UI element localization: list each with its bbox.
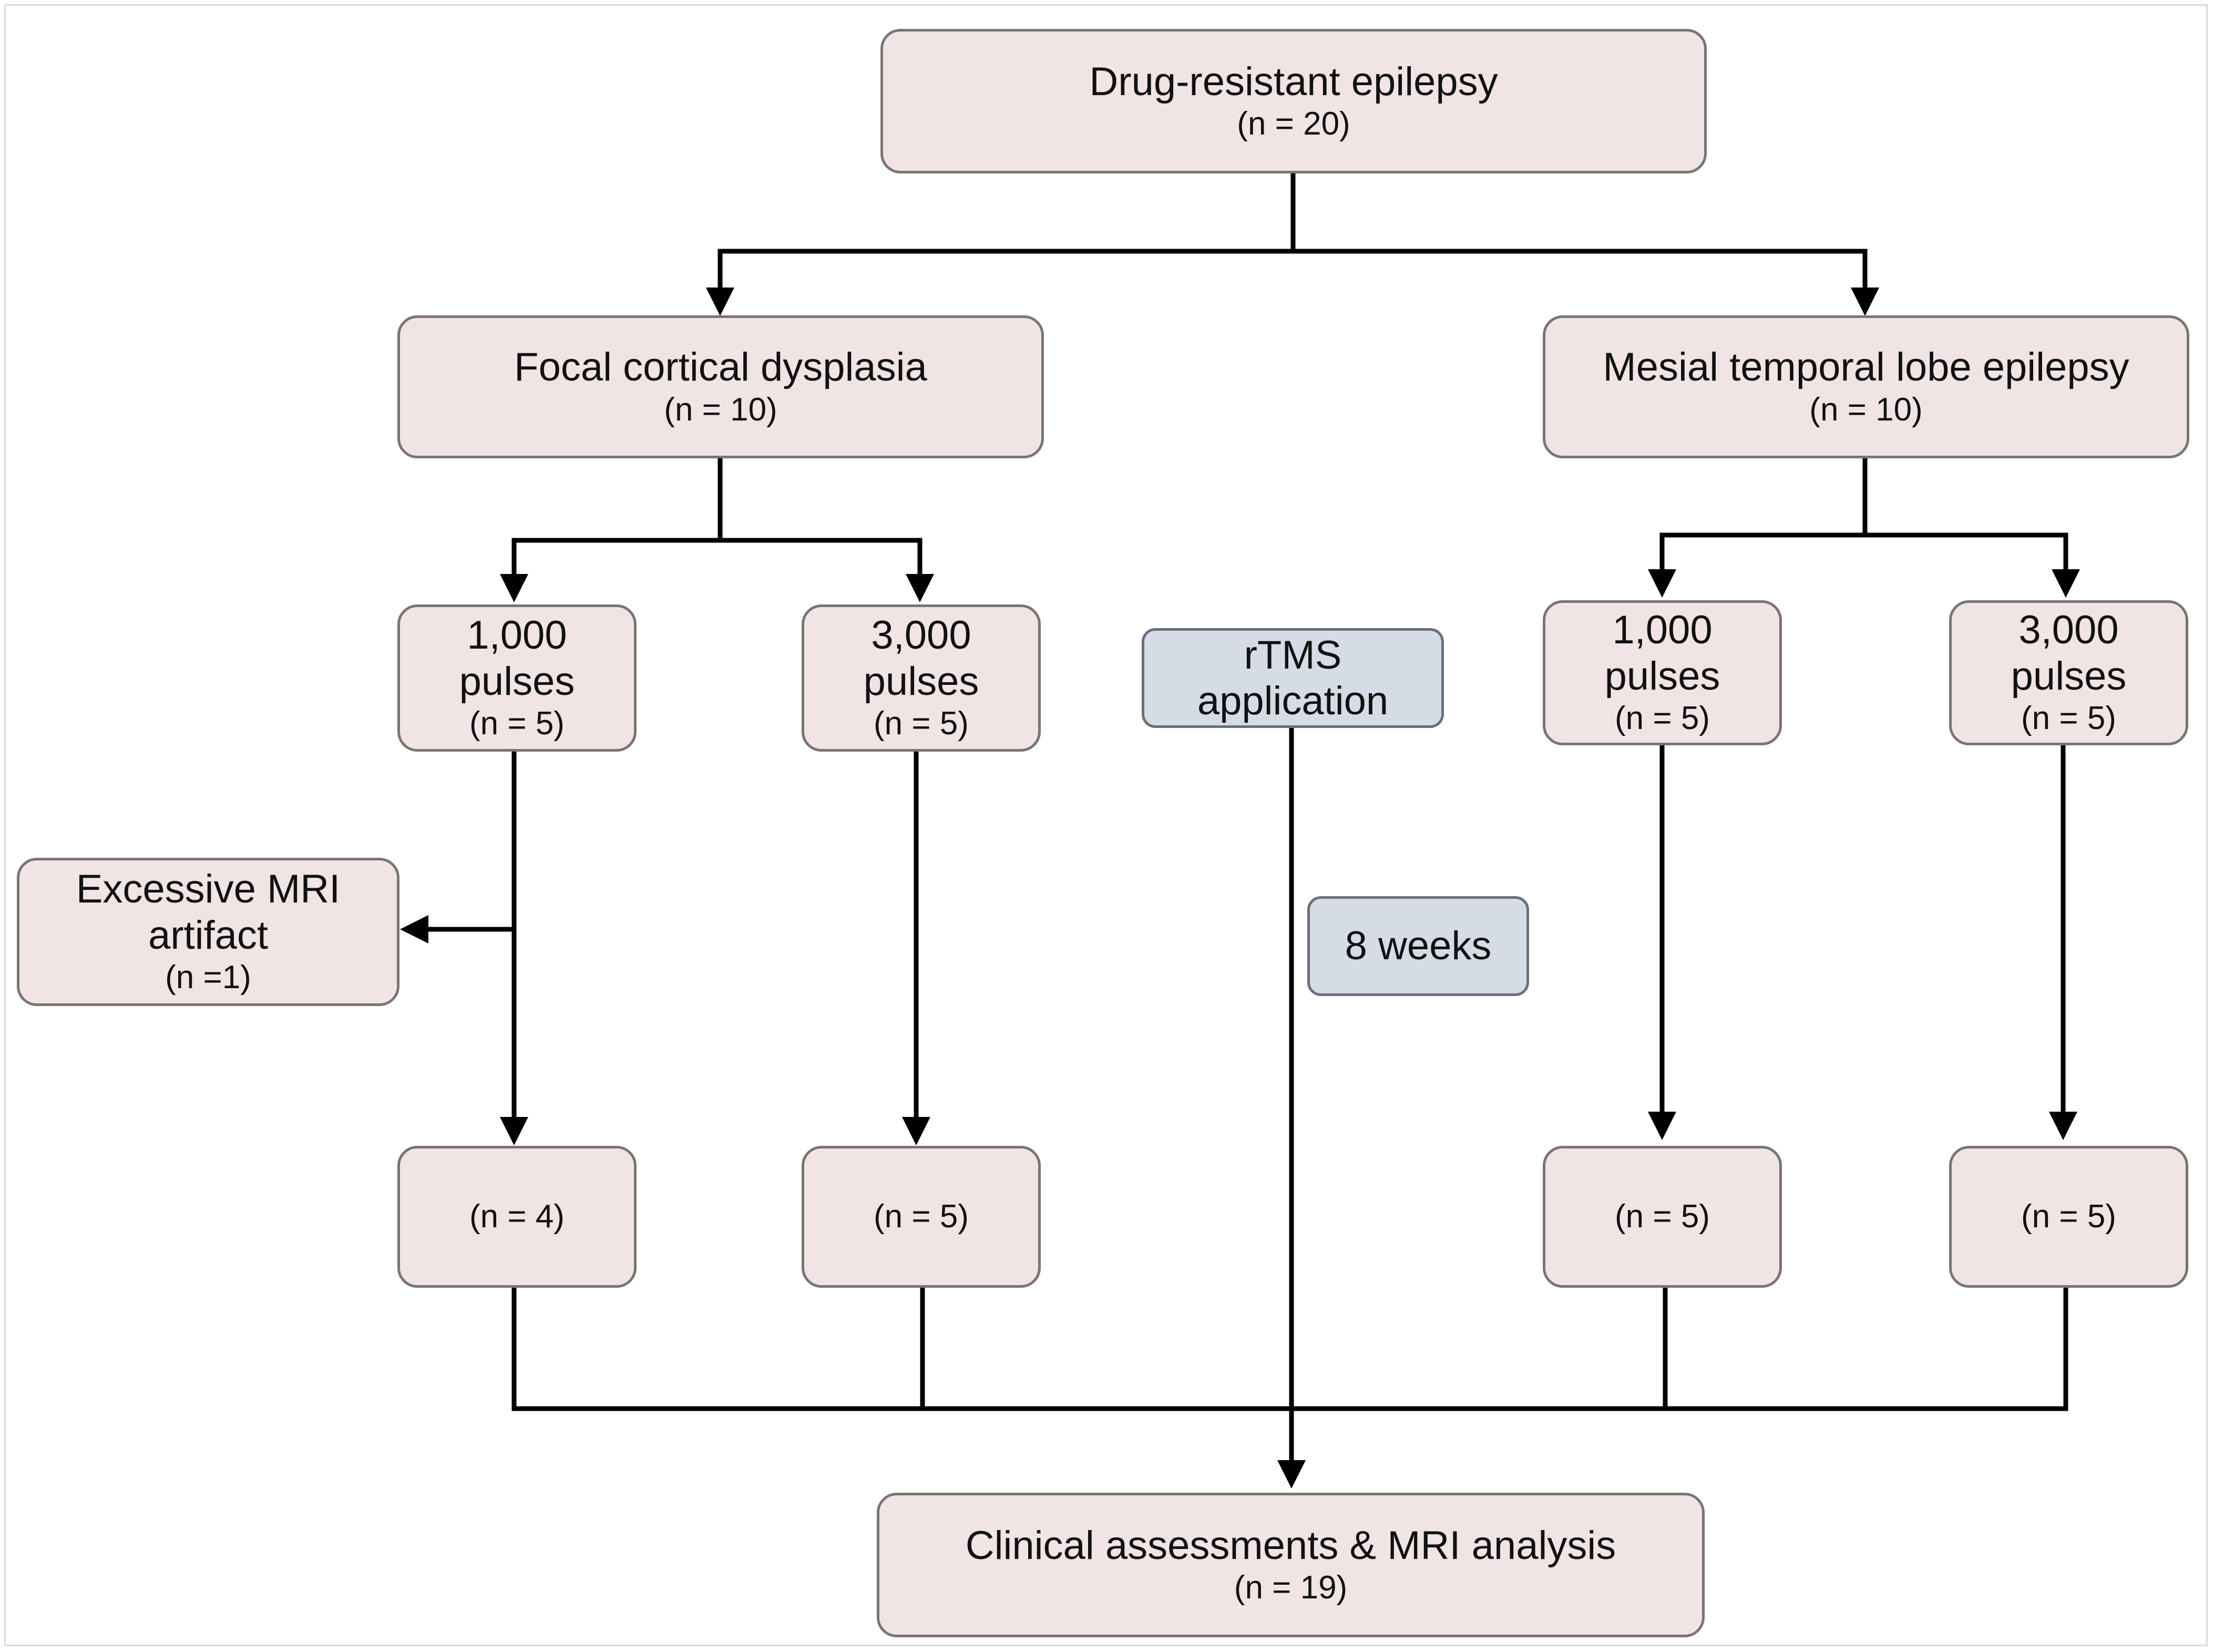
- fcd-box: Focal cortical dysplasia (n = 10): [397, 315, 1044, 458]
- fcd-1000-unit: pulses: [459, 659, 575, 704]
- arrow-fcd-to-1000: [500, 538, 720, 602]
- root-title: Drug-resistant epilepsy: [1089, 59, 1498, 104]
- mtle-3000-final-count: (n = 5): [2021, 1198, 2116, 1235]
- fcd-3000-dose: 3,000: [871, 613, 971, 658]
- fcd-1000-final-box: (n = 4): [397, 1146, 637, 1288]
- arrow-mtle-to-1000: [1648, 532, 1865, 598]
- mtle-3000-box: 3,000 pulses (n = 5): [1949, 600, 2188, 745]
- fcd-3000-box: 3,000 pulses (n = 5): [802, 604, 1041, 752]
- outcome-count: (n = 19): [1234, 1569, 1348, 1606]
- excluded-box: Excessive MRI artifact (n =1): [17, 858, 399, 1006]
- duration-label: 8 weeks: [1345, 924, 1492, 969]
- mtle-1000-count: (n = 5): [1615, 700, 1710, 737]
- arrow-mtle-to-3000: [1865, 532, 2080, 598]
- mtle-1000-dose: 1,000: [1612, 608, 1713, 653]
- fcd-title: Focal cortical dysplasia: [514, 345, 927, 390]
- fcd-3000-unit: pulses: [863, 659, 979, 704]
- figure-frame: [4, 4, 2208, 1646]
- arrow-fcd-to-3000: [720, 538, 934, 602]
- mtle-count: (n = 10): [1809, 391, 1923, 428]
- mtle-box: Mesial temporal lobe epilepsy (n = 10): [1543, 315, 2189, 458]
- rtms-box: rTMS application: [1142, 628, 1444, 728]
- outcome-box: Clinical assessments & MRI analysis (n =…: [877, 1493, 1705, 1637]
- excluded-line2: artifact: [148, 912, 269, 958]
- excluded-count: (n =1): [165, 959, 251, 996]
- fcd-1000-box: 1,000 pulses (n = 5): [397, 604, 637, 752]
- mtle-1000-box: 1,000 pulses (n = 5): [1543, 600, 1782, 745]
- fcd-3000-final-box: (n = 5): [802, 1146, 1041, 1288]
- outcome-title: Clinical assessments & MRI analysis: [965, 1523, 1616, 1568]
- arrow-root-to-mtle: [1293, 249, 1879, 316]
- mtle-1000-final-count: (n = 5): [1615, 1198, 1710, 1235]
- fcd-3000-final-count: (n = 5): [874, 1198, 969, 1235]
- mtle-3000-final-box: (n = 5): [1949, 1146, 2188, 1288]
- excluded-line1: Excessive MRI: [76, 867, 341, 912]
- mtle-1000-unit: pulses: [1604, 653, 1720, 699]
- fcd-3000-count: (n = 5): [874, 705, 969, 742]
- rtms-line1: rTMS: [1244, 632, 1342, 678]
- fcd-1000-dose: 1,000: [467, 613, 567, 658]
- mtle-1000-final-box: (n = 5): [1543, 1146, 1782, 1288]
- rtms-line2: application: [1197, 679, 1389, 723]
- root-count: (n = 20): [1237, 106, 1350, 142]
- arrow-root-to-fcd: [706, 249, 1293, 316]
- mtle-3000-dose: 3,000: [2018, 608, 2119, 653]
- root-box: Drug-resistant epilepsy (n = 20): [880, 29, 1707, 173]
- mtle-3000-unit: pulses: [2011, 653, 2127, 699]
- mtle-title: Mesial temporal lobe epilepsy: [1603, 345, 2129, 390]
- duration-box: 8 weeks: [1307, 896, 1529, 996]
- mtle-3000-count: (n = 5): [2021, 700, 2116, 737]
- fcd-count: (n = 10): [664, 391, 777, 428]
- fcd-1000-count: (n = 5): [469, 705, 565, 742]
- fcd-1000-final-count: (n = 4): [469, 1198, 565, 1235]
